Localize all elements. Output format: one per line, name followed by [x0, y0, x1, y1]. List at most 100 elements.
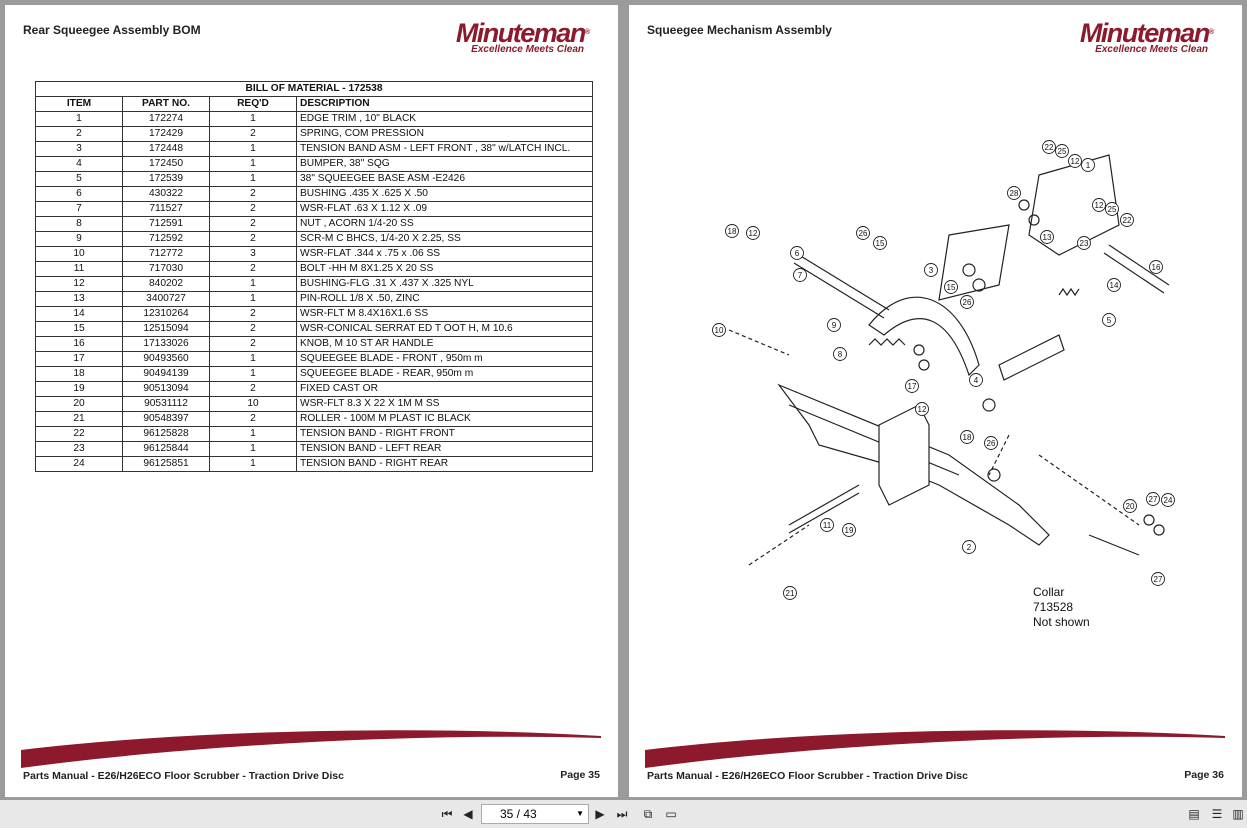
description-cell: BOLT -HH M 8X1.25 X 20 SS: [296, 261, 593, 277]
callout-26: 26: [856, 226, 870, 240]
qty-cell: 1: [209, 141, 297, 157]
first-page-icon[interactable]: ⏮: [441, 807, 453, 821]
callout-2: 2: [962, 540, 976, 554]
prev-page-icon[interactable]: ◀: [463, 807, 473, 821]
item-cell: 24: [35, 456, 123, 472]
callout-8: 8: [833, 347, 847, 361]
description-cell: WSR-FLT 8.3 X 22 X 1M M SS: [296, 396, 593, 412]
callout-20: 20: [1123, 499, 1137, 513]
part-no-cell: 172539: [122, 171, 210, 187]
callout-18: 18: [725, 224, 739, 238]
svg-text:25: 25: [1058, 147, 1067, 156]
part-no-cell: 17133026: [122, 336, 210, 352]
part-no-cell: 90531112: [122, 396, 210, 412]
callout-26: 26: [984, 436, 998, 450]
svg-text:12: 12: [749, 229, 758, 238]
item-cell: 6: [35, 186, 123, 202]
qty-cell: 1: [209, 276, 297, 292]
svg-text:8: 8: [838, 350, 843, 359]
item-cell: 21: [35, 411, 123, 427]
part-no-cell: 172450: [122, 156, 210, 172]
svg-text:18: 18: [728, 227, 737, 236]
svg-text:10: 10: [715, 326, 724, 335]
part-no-cell: 12310264: [122, 306, 210, 322]
bom-header-cell: DESCRIPTION: [296, 96, 593, 112]
svg-text:24: 24: [1164, 496, 1173, 505]
part-no-cell: 712591: [122, 216, 210, 232]
footer-swoosh: [21, 730, 601, 768]
svg-text:4: 4: [974, 376, 979, 385]
svg-text:12: 12: [1095, 201, 1104, 210]
callout-3: 3: [924, 263, 938, 277]
callout-22: 22: [1120, 213, 1134, 227]
chevron-down-icon: ▼: [576, 809, 584, 818]
callout-25: 25: [1055, 144, 1069, 158]
svg-text:3: 3: [929, 266, 934, 275]
svg-text:26: 26: [859, 229, 868, 238]
svg-text:21: 21: [786, 589, 795, 598]
callout-19: 19: [842, 523, 856, 537]
callout-7: 7: [793, 268, 807, 282]
page-selector[interactable]: 35 / 43▼: [481, 804, 589, 824]
svg-text:13: 13: [1043, 233, 1052, 242]
two-page-view-icon[interactable]: ▥: [1232, 807, 1244, 821]
part-no-cell: 90493560: [122, 351, 210, 367]
continuous-view-icon[interactable]: ☰: [1211, 807, 1223, 821]
svg-text:14: 14: [1110, 281, 1119, 290]
single-page-view-icon[interactable]: ▤: [1188, 807, 1200, 821]
svg-text:6: 6: [795, 249, 800, 258]
item-cell: 22: [35, 426, 123, 442]
qty-cell: 2: [209, 216, 297, 232]
bom-header-cell: ITEM: [35, 96, 123, 112]
svg-text:17: 17: [908, 382, 917, 391]
part-no-cell: 430322: [122, 186, 210, 202]
fit-page-icon[interactable]: ⧉: [643, 807, 653, 821]
description-cell: NUT , ACORN 1/4-20 SS: [296, 216, 593, 232]
qty-cell: 1: [209, 456, 297, 472]
fit-width-icon[interactable]: ▭: [665, 807, 677, 821]
part-no-cell: 12515094: [122, 321, 210, 337]
callout-22: 22: [1042, 140, 1056, 154]
description-cell: FIXED CAST OR: [296, 381, 593, 397]
callout-16: 16: [1149, 260, 1163, 274]
qty-cell: 2: [209, 381, 297, 397]
last-page-icon[interactable]: ⏭: [616, 807, 628, 821]
description-cell: SQUEEGEE BLADE - FRONT , 950m m: [296, 351, 593, 367]
item-cell: 1: [35, 111, 123, 127]
part-no-cell: 3400727: [122, 291, 210, 307]
collar-note: Collar 713528 Not shown: [1033, 585, 1090, 629]
callout-6: 6: [790, 246, 804, 260]
description-cell: BUSHING-FLG .31 X .437 X .325 NYL: [296, 276, 593, 292]
qty-cell: 1: [209, 441, 297, 457]
page-36: Squeegee Mechanism Assembly Minuteman® E…: [629, 5, 1242, 797]
svg-text:19: 19: [845, 526, 854, 535]
part-no-cell: 90548397: [122, 411, 210, 427]
svg-text:11: 11: [823, 521, 832, 530]
svg-text:5: 5: [1107, 316, 1112, 325]
callout-21: 21: [783, 586, 797, 600]
svg-text:27: 27: [1149, 495, 1158, 504]
qty-cell: 1: [209, 171, 297, 187]
callout-4: 4: [969, 373, 983, 387]
footer-title: Parts Manual - E26/H26ECO Floor Scrubber…: [23, 770, 344, 782]
next-page-icon[interactable]: ▶: [595, 807, 605, 821]
page-35: Rear Squeegee Assembly BOM Minuteman® Ex…: [5, 5, 618, 797]
svg-text:26: 26: [987, 439, 996, 448]
item-cell: 15: [35, 321, 123, 337]
item-cell: 2: [35, 126, 123, 142]
qty-cell: 1: [209, 426, 297, 442]
description-cell: SPRING, COM PRESSION: [296, 126, 593, 142]
svg-text:12: 12: [918, 405, 927, 414]
qty-cell: 1: [209, 111, 297, 127]
